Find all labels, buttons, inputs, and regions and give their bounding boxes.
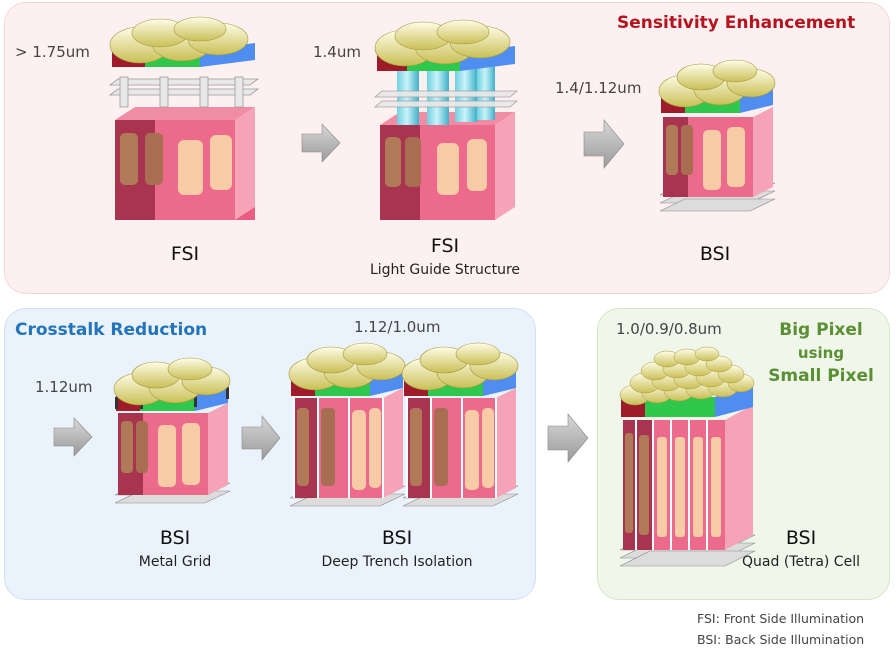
sensor-type-label: BSI xyxy=(699,243,731,265)
sensor-subtitle: Light Guide Structure xyxy=(369,262,521,278)
pixel-size-label: 1.12um xyxy=(35,378,93,396)
using-label: using xyxy=(797,344,845,362)
pixel-size-label: 1.0/0.9/0.8um xyxy=(616,320,722,338)
bsi-legend: BSI: Back Side Illumination xyxy=(697,632,865,647)
sensor-type-label: BSI xyxy=(785,527,817,549)
right-arrow-icon xyxy=(301,123,341,163)
right-arrow-icon xyxy=(547,413,589,463)
bsi-deep-trench-diagram xyxy=(288,342,406,507)
pixel-size-label: 1.4um xyxy=(313,43,361,61)
sensitivity-title: Sensitivity Enhancement xyxy=(617,13,856,33)
right-arrow-icon xyxy=(583,119,625,169)
big-pixel-title: Big Pixel xyxy=(779,320,863,340)
fsi-light-guide-diagram xyxy=(373,19,519,220)
bsi-metal-grid-diagram xyxy=(113,357,231,504)
pixel-size-label: 1.12/1.0um xyxy=(354,318,441,336)
sensor-subtitle: Quad (Tetra) Cell xyxy=(742,554,860,570)
fsi-legend: FSI: Front Side Illumination xyxy=(697,611,865,626)
right-arrow-icon xyxy=(241,415,281,461)
sensor-type-label: BSI xyxy=(159,527,191,549)
pixel-size-label: > 1.75um xyxy=(15,43,90,61)
crosstalk-title: Crosstalk Reduction xyxy=(15,320,208,340)
bsi-pixel-diagram xyxy=(658,59,776,212)
small-pixel-title: Small Pixel xyxy=(768,366,874,386)
sensor-subtitle: Metal Grid xyxy=(138,554,212,570)
fsi-pixel-diagram xyxy=(108,16,260,220)
sensor-type-label: BSI xyxy=(381,527,413,549)
sensor-type-label: FSI xyxy=(170,243,200,265)
sensor-type-label: FSI xyxy=(430,235,460,257)
bsi-deep-trench-diagram xyxy=(401,342,519,507)
bsi-quad-cell-diagram xyxy=(619,346,756,567)
right-arrow-icon xyxy=(53,417,93,457)
pixel-size-label: 1.4/1.12um xyxy=(555,79,642,97)
sensor-subtitle: Deep Trench Isolation xyxy=(321,554,473,570)
